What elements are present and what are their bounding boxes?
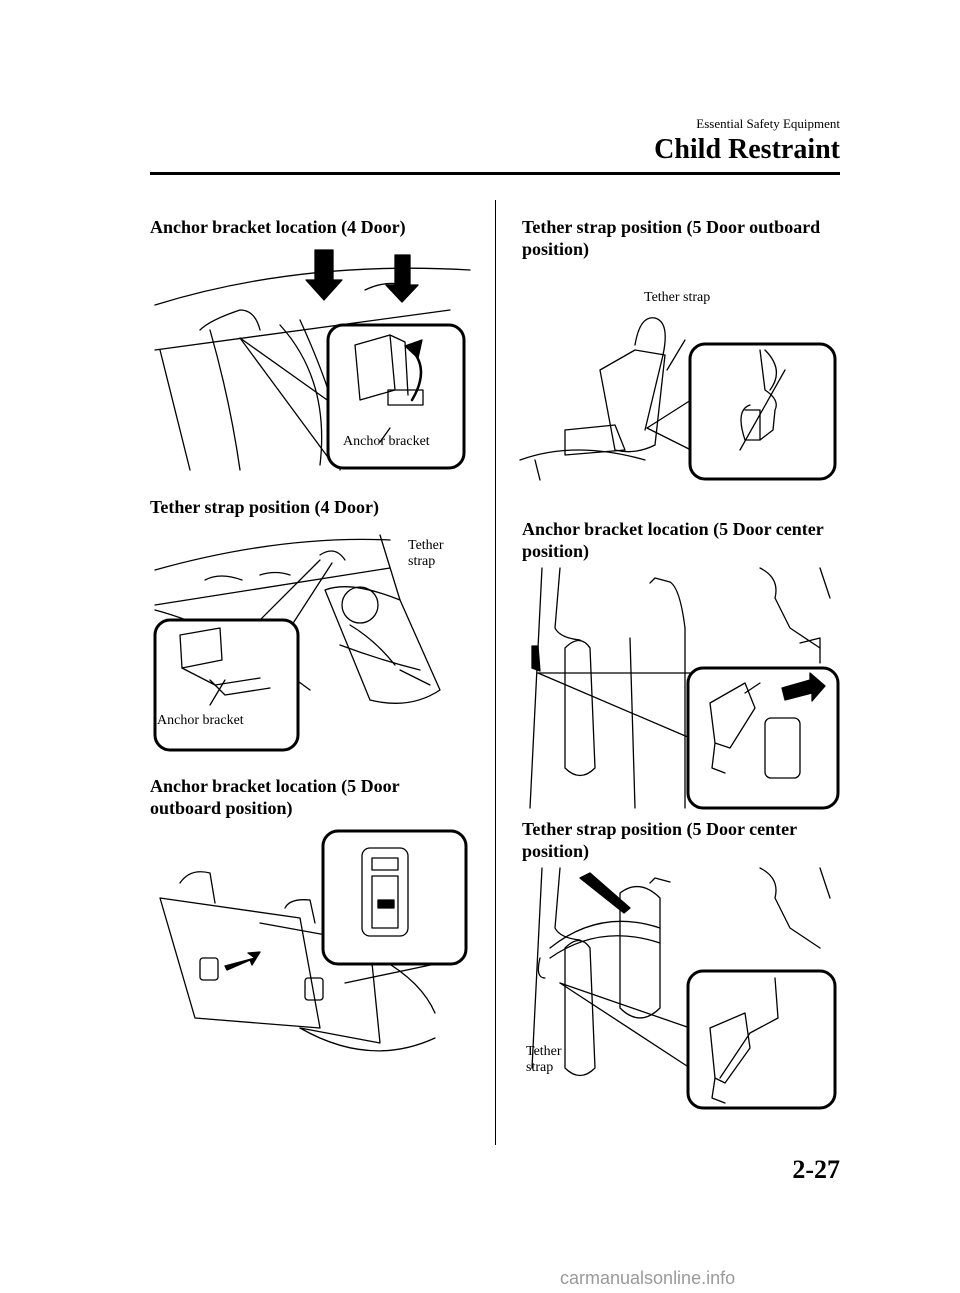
fig6-callout-tether-line1: Tether: [526, 1044, 562, 1059]
footer-watermark: carmanualsonline.info: [560, 1268, 736, 1288]
fig4-heading-line2: position): [522, 239, 590, 259]
fig6-heading-line2: position): [522, 841, 590, 861]
fig4-callout-tether-strap: Tether strap: [644, 290, 711, 305]
fig5-heading-line1: Anchor bracket location (5 Door center: [522, 519, 824, 539]
fig6-heading-line1: Tether strap position (5 Door center: [522, 819, 798, 839]
fig2-illustration: [153, 534, 441, 752]
fig3-heading: Anchor bracket location (5 Door outboard…: [150, 775, 400, 819]
fig3-heading-line1: Anchor bracket location (5 Door: [150, 776, 400, 796]
fig3-illustration: [159, 829, 468, 1052]
fig2-callout-tether-line1: Tether: [408, 538, 444, 553]
fig6-heading: Tether strap position (5 Door center pos…: [522, 818, 797, 862]
page-number: 2-27: [792, 1155, 840, 1184]
fig2-callout-anchor-bracket: Anchor bracket: [157, 713, 244, 728]
fig6-callout-tether-strap: Tether strap: [526, 1044, 562, 1076]
fig2-heading: Tether strap position (4 Door): [150, 497, 379, 517]
header-rule: [150, 172, 840, 175]
fig1-illustration: [154, 249, 471, 471]
fig1-heading: Anchor bracket location (4 Door): [150, 217, 406, 237]
fig4-heading-line1: Tether strap position (5 Door outboard: [522, 217, 821, 237]
fig5-heading: Anchor bracket location (5 Door center p…: [522, 518, 824, 562]
fig4-heading: Tether strap position (5 Door outboard p…: [522, 216, 820, 260]
fig2-callout-tether-strap: Tether strap: [408, 538, 444, 570]
column-divider: [495, 200, 496, 1145]
fig6-illustration: [531, 867, 837, 1110]
fig3-heading-line2: outboard position): [150, 798, 293, 818]
fig2-callout-tether-line2: strap: [408, 554, 436, 569]
fig4-illustration: [519, 317, 837, 481]
fig6-callout-tether-line2: strap: [526, 1060, 554, 1075]
chapter-title: Child Restraint: [654, 134, 840, 165]
section-label: Essential Safety Equipment: [696, 116, 840, 131]
fig5-heading-line2: position): [522, 541, 590, 561]
fig1-callout-anchor-bracket: Anchor bracket: [343, 434, 430, 449]
fig5-illustration: [529, 567, 840, 810]
